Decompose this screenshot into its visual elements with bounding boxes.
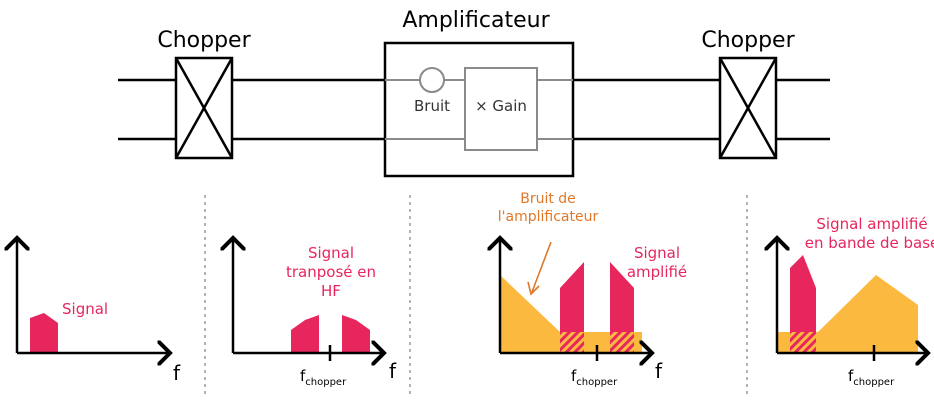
noise-label-line2: l'amplificateur (498, 209, 599, 225)
upper-sideband-shape (342, 315, 370, 353)
amplifier-noise-shape (500, 275, 642, 353)
amplified-upper-sideband (610, 262, 634, 332)
gain-label: × Gain (475, 97, 527, 115)
panel-dividers (204, 195, 748, 397)
hf-signal-label-line1: Signal (308, 244, 354, 262)
gain-block (464, 67, 538, 151)
noise-source-icon (419, 67, 445, 93)
hf-signal-label-line2: tranposé en (286, 263, 376, 281)
chopper-right-box (718, 56, 778, 160)
overlap-hatch-baseband (790, 332, 816, 353)
noise-pointer-arrowhead (527, 281, 540, 296)
baseband-amplified-signal-shape (790, 255, 816, 332)
chopper-right-label: Chopper (701, 28, 795, 53)
spectrum-panel-1: Signal f (17, 238, 181, 385)
overlap-hatch-lower (560, 332, 584, 353)
baseband-signal-label-line2: en bande de base (805, 234, 934, 252)
f-axis-label: f (389, 359, 397, 383)
fchopper-label: fchopper (300, 367, 347, 388)
amplified-signal-label-line1: Signal (634, 244, 680, 262)
spectrum-panel-4: Signal amplifié en bande de base fchoppe… (777, 215, 934, 388)
spectrum-panel-3: Bruit de l'amplificateur Signal amplifié… (498, 191, 687, 388)
amplified-signal-label-line2: amplifié (627, 263, 687, 281)
overlap-hatch-upper (610, 332, 634, 353)
amplified-lower-sideband (560, 262, 584, 332)
fchopper-label: fchopper (848, 367, 895, 388)
signal-lines (118, 78, 830, 141)
chopper-left-label: Chopper (157, 28, 251, 53)
noise-pointer-arrow (531, 241, 552, 293)
noise-label-line1: Bruit de (520, 191, 576, 207)
f-axis-label: f (173, 361, 181, 385)
hf-signal-label-line3: HF (321, 282, 341, 300)
noise-label: Bruit (414, 97, 450, 115)
spectrum-panel-2: Signal tranposé en HF fchopper f (233, 238, 397, 388)
chopper-left-box (174, 56, 234, 160)
baseband-signal-label-line1: Signal amplifié (816, 215, 927, 233)
signal-label: Signal (62, 300, 108, 318)
lower-sideband-shape (291, 315, 319, 353)
fchopper-label: fchopper (571, 367, 618, 388)
f-axis-label: f (655, 359, 663, 383)
amplifier-box (383, 41, 575, 178)
baseband-signal-shape (30, 313, 58, 353)
amplifier-label: Amplificateur (402, 8, 550, 33)
